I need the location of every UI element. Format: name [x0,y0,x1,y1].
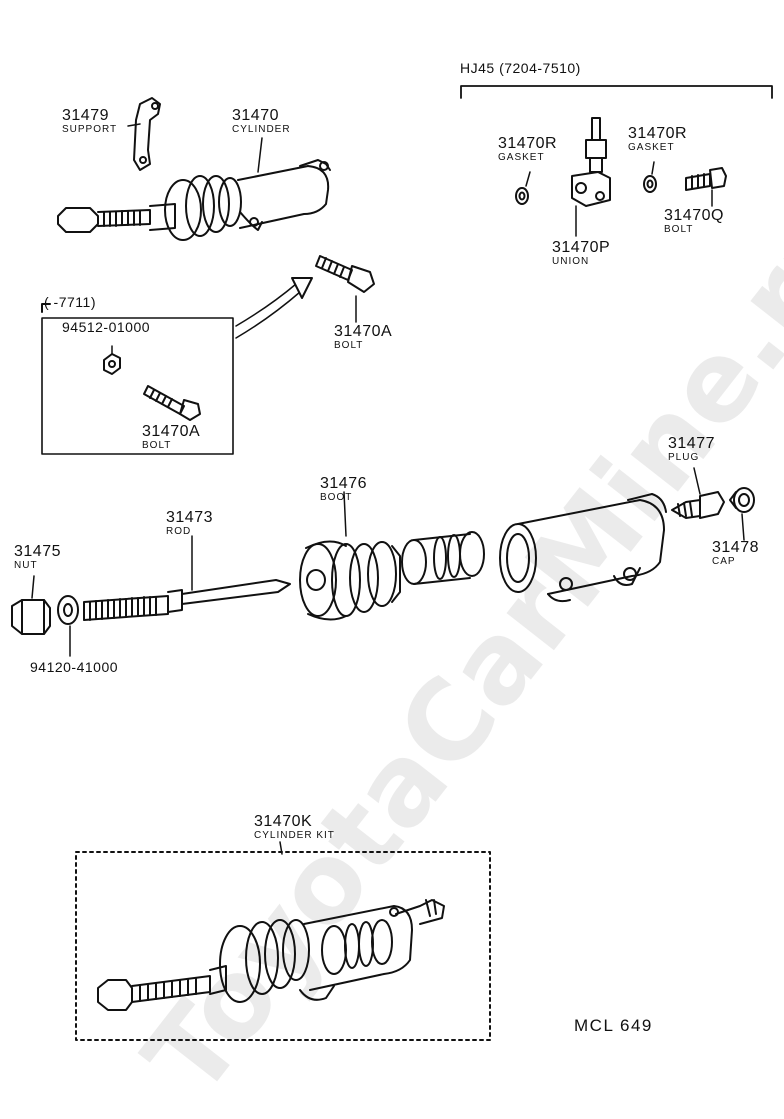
part-number: 94512-01000 [62,319,151,335]
part-number: 31478 [712,539,759,556]
rod-31473 [83,579,291,621]
part-name: BOLT [664,224,694,235]
plug-31477 [671,491,725,519]
part-number: 31475 [14,543,61,560]
part-name: CYLINDER KIT [254,830,335,841]
part-name: ROD [166,526,192,537]
part-name: GASKET [628,142,675,153]
part-number: 31470R [628,125,688,142]
cap-31478 [729,487,755,513]
inset-range-label: ( -7711) [44,294,96,310]
callout-31470A-main[interactable]: 31470A BOLT [334,324,392,351]
part-number: 31479 [62,107,109,124]
part-number: 31470K [254,813,313,830]
part-name: GASKET [498,152,545,163]
cylinder-kit-assembly [97,899,445,1011]
inset-box [41,303,234,455]
part-name: BOLT [334,340,364,351]
part-number: 94120-41000 [30,659,119,675]
callout-31478[interactable]: 31478 CAP [712,540,759,567]
cylinder-body [499,493,667,603]
drawing-code: MCL 649 [574,1016,653,1035]
piston [401,531,485,585]
nut-31475 [11,599,51,635]
lock-nut [57,595,79,625]
callout-31475[interactable]: 31475 NUT [14,544,61,571]
callout-31470A-inset[interactable]: 31470A BOLT [142,424,200,451]
part-name: PLUG [668,452,700,463]
variant-header: HJ45 (7204-7510) [460,60,581,76]
union-group [515,117,727,237]
part-name: BOLT [142,440,172,451]
part-name: CAP [712,556,736,567]
part-number: 31476 [320,475,367,492]
part-number: 31470A [334,323,393,340]
callout-94512-01000[interactable]: 94512-01000 [62,320,150,334]
part-number: 31470A [142,423,201,440]
callout-31470R-left[interactable]: 31470R GASKET [498,136,557,163]
part-name: SUPPORT [62,124,118,135]
part-name: UNION [552,256,590,267]
boot-31476 [299,540,401,621]
callout-31477[interactable]: 31477 PLUG [668,436,715,463]
part-number: 31470 [232,107,279,124]
callout-31470Q[interactable]: 31470Q BOLT [664,208,724,235]
callout-31470[interactable]: 31470 CYLINDER [232,108,291,135]
assembled-cylinder-top [57,97,331,241]
part-number: 31470P [552,239,611,256]
callout-94120-41000[interactable]: 94120-41000 [30,660,118,674]
part-number: 31477 [668,435,715,452]
bolt-31470A-main [315,255,375,293]
callout-31470P[interactable]: 31470P UNION [552,240,610,267]
callout-31476[interactable]: 31476 BOOT [320,476,367,503]
callout-31479[interactable]: 31479 SUPPORT [62,108,117,135]
callout-31470K[interactable]: 31470K CYLINDER KIT [254,814,335,841]
part-number: 31470Q [664,207,724,224]
callout-31470R-right[interactable]: 31470R GASKET [628,126,687,153]
part-name: NUT [14,560,38,571]
part-number: 31473 [166,509,213,526]
part-name: CYLINDER [232,124,291,135]
part-name: BOOT [320,492,353,503]
part-number: 31470R [498,135,558,152]
callout-31473[interactable]: 31473 ROD [166,510,213,537]
